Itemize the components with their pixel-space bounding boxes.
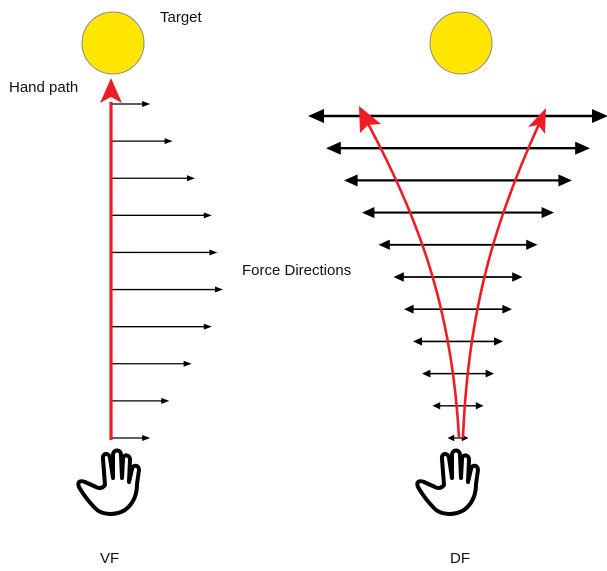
vf-hand-icon [76,448,141,516]
vf-force-arrow [111,323,212,330]
df-force-arrow [413,337,503,346]
vf-hand-path-arrowhead [100,78,122,103]
df-force-arrow [326,141,590,155]
df-hand-paths [359,106,546,439]
df-force-arrow [432,402,484,410]
df-force-arrows [308,109,607,442]
vf-force-arrow [111,249,218,256]
vf-force-arrows [111,101,223,441]
df-hand-path-left [364,119,461,439]
df-hand-path-right [461,121,542,439]
vf-force-arrow [111,286,223,293]
hand-path-label: Hand path [9,79,78,96]
vf-force-arrow [111,435,151,441]
df-force-arrow [362,207,554,219]
vf-force-arrow [111,138,173,145]
df-force-arrow [344,174,572,187]
vf-force-arrow [111,397,170,404]
vf-panel-label: VF [100,550,119,567]
force-directions-label: Force Directions [242,262,351,279]
df-target-icon [429,11,493,75]
df-force-arrow [393,272,523,282]
vf-hand-path [100,78,122,440]
vf-force-arrow [111,212,212,219]
vf-force-arrow [111,360,192,367]
df-force-arrow [378,239,538,250]
df-force-arrow [404,304,512,314]
vf-target-icon [81,11,145,75]
vf-panel: Target Hand path VF [9,9,223,567]
df-panel: Force Directions DF [242,11,607,567]
df-force-arrow [422,369,494,378]
vf-force-arrow [111,175,195,182]
df-panel-label: DF [450,550,470,567]
df-hand-path-left-arrowhead [359,106,381,133]
df-hand-path-right-arrowhead [528,108,546,134]
target-label: Target [160,9,203,26]
df-force-arrow [308,109,607,123]
df-hand-icon [415,448,480,516]
vf-force-arrow [111,101,151,107]
